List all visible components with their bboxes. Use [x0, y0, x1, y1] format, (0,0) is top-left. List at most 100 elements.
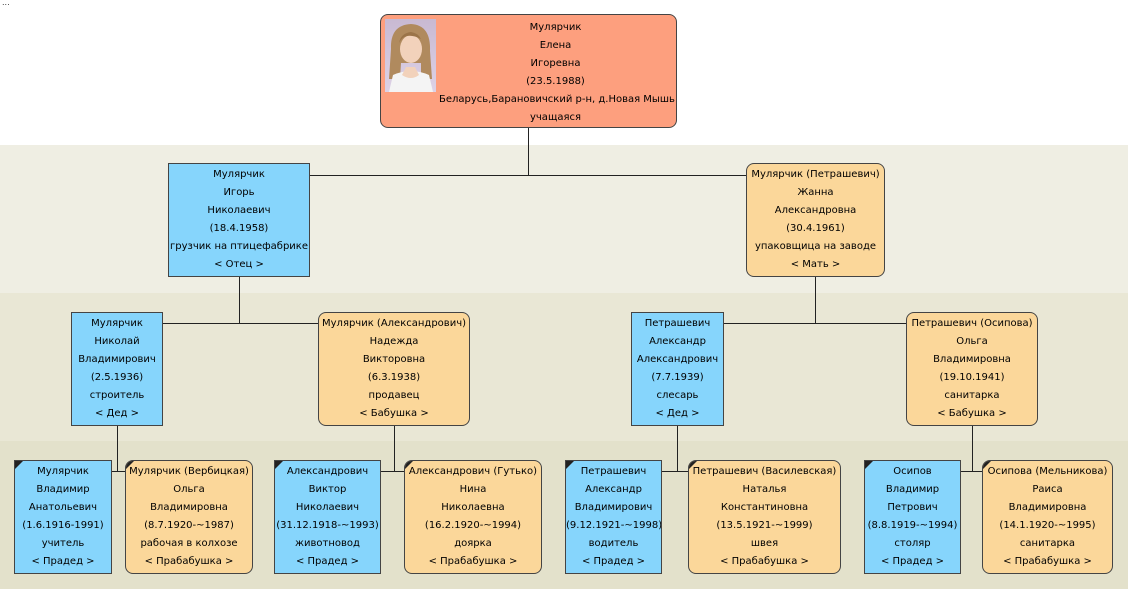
person-card-grandmother-paternal[interactable]: Мулярчик (Александрович) Надежда Викторо… — [318, 312, 470, 426]
person-surname: Мулярчик (Вербицкая) — [129, 466, 249, 477]
person-surname: Мулярчик — [91, 318, 143, 329]
person-dates: (8.8.1919-~1994) — [867, 520, 958, 531]
person-occupation: доярка — [454, 538, 492, 549]
root-place: Беларусь,Барановичский р-н, д.Новая Мышь — [439, 94, 675, 105]
person-card-great-grandmother-3[interactable]: Петрашевич (Василевская) Наталья Констан… — [688, 460, 841, 574]
person-dates: (9.12.1921-~1998) — [566, 520, 662, 531]
person-occupation: швея — [750, 538, 779, 549]
person-name: Владимир — [36, 484, 90, 495]
person-surname: Мулярчик — [37, 466, 89, 477]
person-occupation: санитарка — [1019, 538, 1076, 549]
person-patronymic: Александрович — [636, 354, 719, 365]
person-card-great-grandmother-4[interactable]: Осипова (Мельникова) Раиса Владимировна … — [982, 460, 1113, 574]
person-card-father[interactable]: Мулярчик Игорь Николаевич (18.4.1958) гр… — [168, 163, 310, 277]
person-dates: (19.10.1941) — [939, 372, 1005, 383]
person-relation: < Прадед > — [880, 556, 945, 567]
person-card-great-grandfather-1[interactable]: Мулярчик Владимир Анатольевич (1.6.1916-… — [14, 460, 112, 574]
person-occupation: упаковщица на заводе — [754, 241, 877, 252]
person-name: Надежда — [369, 336, 419, 347]
person-surname: Мулярчик (Петрашевич) — [751, 169, 880, 180]
person-occupation: строитель — [89, 390, 145, 401]
person-occupation: грузчик на птицефабрике — [169, 241, 308, 252]
person-patronymic: Александровна — [774, 205, 857, 216]
person-card-great-grandmother-2[interactable]: Александрович (Гутько) Нина Николаевна (… — [404, 460, 542, 574]
person-name: Николай — [94, 336, 140, 347]
person-card-grandmother-maternal[interactable]: Петрашевич (Осипова) Ольга Владимировна … — [906, 312, 1038, 426]
person-surname: Петрашевич — [644, 318, 711, 329]
person-dates: (6.3.1938) — [367, 372, 421, 383]
person-relation: < Мать > — [790, 259, 841, 270]
person-patronymic: Владимировна — [150, 502, 228, 513]
person-dates: (31.12.1918-~1993) — [276, 520, 379, 531]
person-name: Александр — [649, 336, 706, 347]
portrait-photo-icon — [385, 19, 436, 92]
person-relation: < Прадед > — [581, 556, 646, 567]
person-occupation: водитель — [588, 538, 639, 549]
root-patronymic: Игоревна — [530, 58, 581, 69]
person-patronymic: Анатольевич — [28, 502, 98, 513]
person-relation: < Бабушка > — [937, 408, 1007, 419]
person-card-mother[interactable]: Мулярчик (Петрашевич) Жанна Александровн… — [746, 163, 885, 277]
person-name: Владимир — [885, 484, 940, 495]
person-surname: Мулярчик — [213, 169, 265, 180]
person-dates: (7.7.1939) — [651, 372, 704, 383]
person-dates: (13.5.1921-~1999) — [716, 520, 813, 531]
root-occupation: учащаяся — [529, 112, 582, 123]
person-name: Александр — [585, 484, 642, 495]
person-name: Жанна — [797, 187, 834, 198]
person-relation: < Прадед > — [295, 556, 360, 567]
person-surname: Александрович (Гутько) — [408, 466, 538, 477]
person-surname: Мулярчик (Александрович) — [322, 318, 466, 329]
person-relation: < Прабабушка > — [720, 556, 809, 567]
person-patronymic: Николаевич — [207, 205, 271, 216]
person-relation: < Прабабушка > — [144, 556, 234, 567]
person-patronymic: Владимирович — [574, 502, 653, 513]
person-occupation: учитель — [41, 538, 85, 549]
person-relation: < Прабабушка > — [428, 556, 518, 567]
person-name: Ольга — [956, 336, 988, 347]
person-relation: < Отец > — [214, 259, 264, 270]
person-occupation: слесарь — [656, 390, 699, 401]
person-card-great-grandfather-4[interactable]: Осипов Владимир Петрович (8.8.1919-~1994… — [864, 460, 961, 574]
person-occupation: животновод — [295, 538, 360, 549]
person-card-great-grandmother-1[interactable]: Мулярчик (Вербицкая) Ольга Владимировна … — [125, 460, 253, 574]
person-card-grandfather-maternal[interactable]: Петрашевич Александр Александрович (7.7.… — [631, 312, 724, 426]
person-dates: (18.4.1958) — [209, 223, 269, 234]
person-card-great-grandfather-2[interactable]: Александрович Виктор Николаевич (31.12.1… — [274, 460, 381, 574]
person-card-great-grandfather-3[interactable]: Петрашевич Александр Владимирович (9.12.… — [565, 460, 662, 574]
person-patronymic: Петрович — [887, 502, 938, 513]
root-surname: Мулярчик — [529, 22, 582, 33]
person-surname: Александрович — [286, 466, 369, 477]
person-dates: (2.5.1936) — [90, 372, 144, 383]
person-patronymic: Николаевич — [295, 502, 360, 513]
person-relation: < Дед > — [655, 408, 700, 419]
root-dates: (23.5.1988) — [526, 76, 585, 87]
person-dates: (14.1.1920-~1995) — [999, 520, 1096, 531]
person-dates: (1.6.1916-1991) — [22, 520, 104, 531]
person-name: Раиса — [1032, 484, 1063, 495]
person-occupation: продавец — [368, 390, 420, 401]
person-dates: (30.4.1961) — [786, 223, 845, 234]
person-card-grandfather-paternal[interactable]: Мулярчик Николай Владимирович (2.5.1936)… — [71, 312, 163, 426]
person-occupation: санитарка — [944, 390, 1000, 401]
root-name: Елена — [539, 40, 572, 51]
person-patronymic: Владимировна — [933, 354, 1011, 365]
person-name: Наталья — [742, 484, 787, 495]
person-name: Ольга — [173, 484, 205, 495]
person-card-root[interactable]: Мулярчик Елена Игоревна (23.5.1988) Бела… — [380, 14, 677, 128]
person-surname: Петрашевич (Осипова) — [911, 318, 1033, 329]
person-surname: Осипова (Мельникова) — [987, 466, 1108, 477]
person-patronymic: Константиновна — [720, 502, 809, 513]
person-surname: Петрашевич (Василевская) — [692, 466, 837, 477]
person-relation: < Прадед > — [31, 556, 95, 567]
person-patronymic: Владимировна — [1008, 502, 1087, 513]
person-name: Виктор — [308, 484, 347, 495]
person-occupation: рабочая в колхозе — [140, 538, 238, 549]
person-occupation: столяр — [894, 538, 931, 549]
person-relation: < Прабабушка > — [1003, 556, 1092, 567]
person-dates: (8.7.1920-~1987) — [144, 520, 234, 531]
person-name: Нина — [459, 484, 487, 495]
person-dates: (16.2.1920-~1994) — [424, 520, 522, 531]
person-surname: Петрашевич — [580, 466, 647, 477]
